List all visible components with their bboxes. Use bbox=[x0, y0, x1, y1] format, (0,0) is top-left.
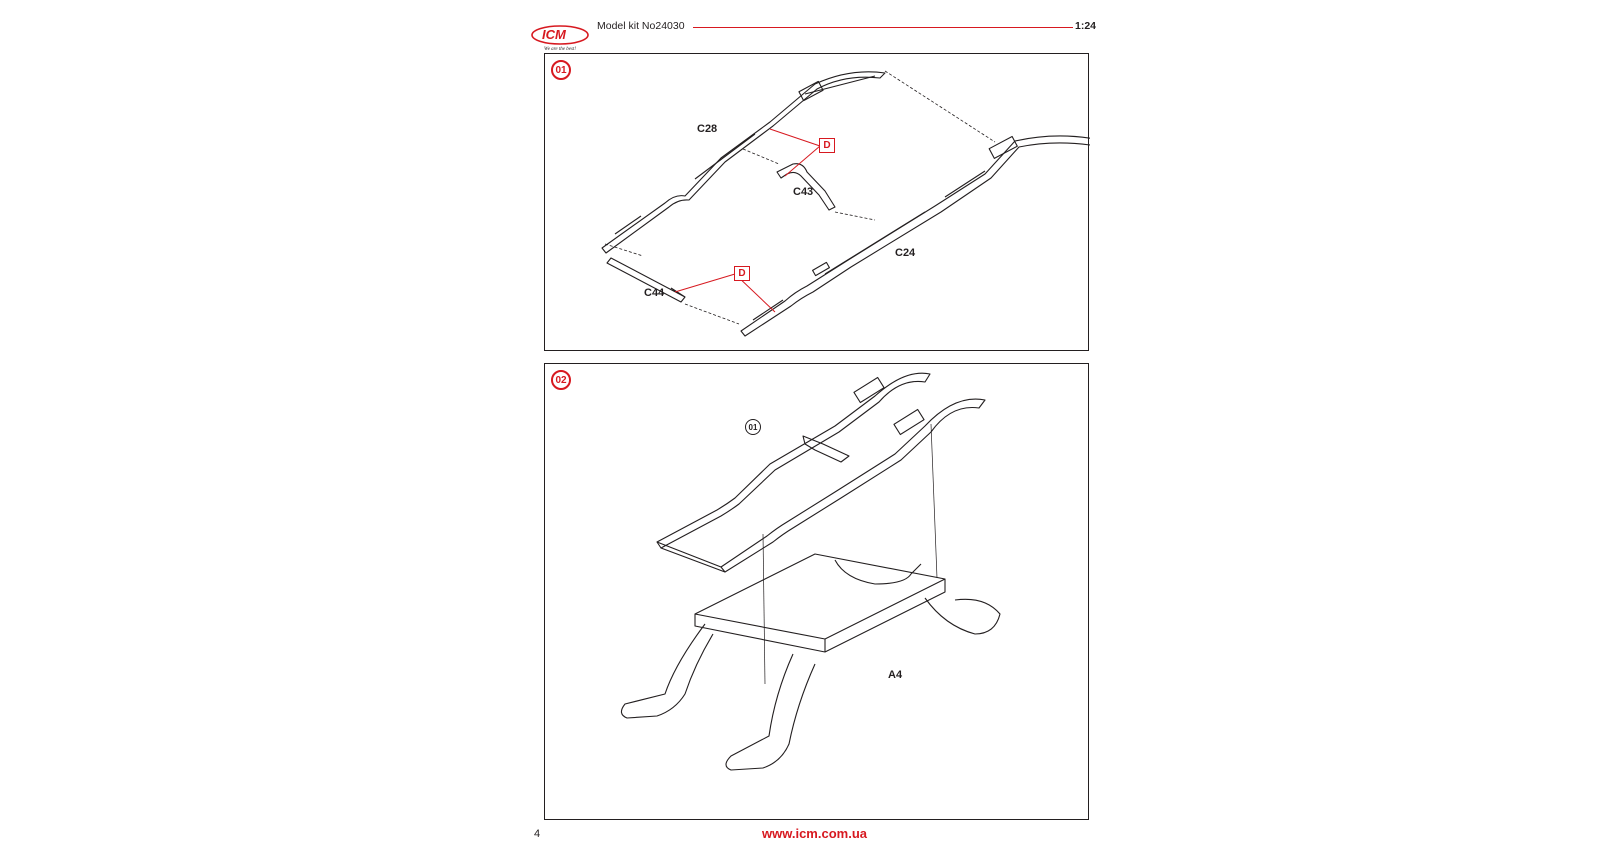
step-01-drawing bbox=[601, 70, 1090, 337]
scale-label: 1:24 bbox=[1075, 20, 1097, 32]
part-label-c44: C44 bbox=[644, 287, 665, 299]
step-number-badge: 01 bbox=[551, 60, 571, 80]
decal-marker: D bbox=[819, 138, 835, 153]
part-label-c28: C28 bbox=[697, 123, 718, 135]
step-01-panel: 01 C28 C43 C24 C44 D D bbox=[544, 53, 1090, 351]
svg-text:We are the best!: We are the best! bbox=[544, 47, 576, 52]
part-label-c43: C43 bbox=[793, 186, 814, 198]
chassis-base-a4 bbox=[694, 553, 946, 653]
svg-text:ICM: ICM bbox=[542, 27, 567, 42]
assembled-frame bbox=[656, 372, 931, 549]
part-label-c24: C24 bbox=[895, 247, 916, 259]
page-number: 4 bbox=[534, 828, 541, 840]
step-number-badge: 02 bbox=[551, 370, 571, 390]
icm-logo: ICM We are the best! bbox=[531, 25, 589, 52]
reference-step-badge: 01 bbox=[745, 419, 761, 435]
step-02-panel: 02 01 A4 bbox=[544, 363, 1089, 820]
step-02-drawing bbox=[620, 372, 1001, 771]
website-link[interactable]: www.icm.com.ua bbox=[762, 826, 867, 841]
frame-rail-c28 bbox=[601, 71, 886, 254]
frame-rail-c24 bbox=[740, 135, 1090, 337]
crossmember-c44 bbox=[606, 257, 686, 303]
part-label-a4: A4 bbox=[888, 669, 903, 681]
header-rule bbox=[693, 27, 1073, 28]
kit-title: Model kit No24030 bbox=[597, 20, 685, 32]
decal-marker: D bbox=[734, 266, 750, 281]
